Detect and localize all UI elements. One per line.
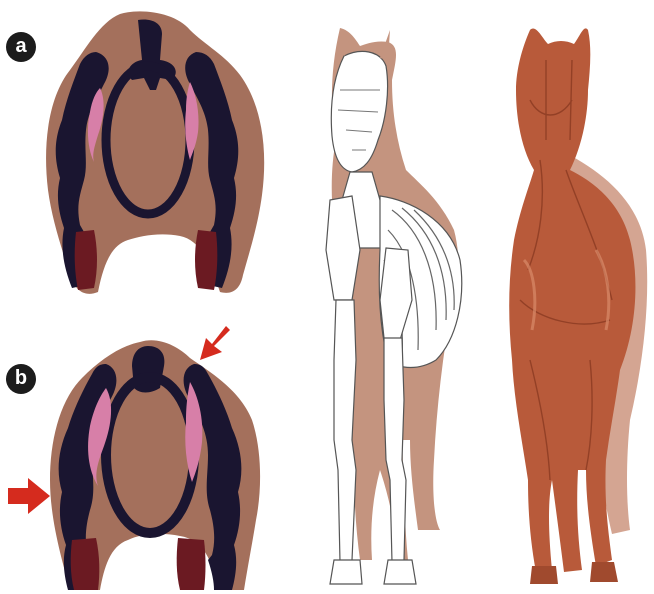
left-hoof-skeleton bbox=[330, 560, 362, 584]
panel-label-a: a bbox=[6, 32, 36, 62]
red-arrow-icon bbox=[8, 478, 50, 514]
muscle-horse bbox=[509, 28, 647, 584]
left-hoof-b bbox=[71, 538, 100, 590]
right-hoof-skeleton bbox=[384, 560, 416, 584]
right-hoof-a bbox=[195, 230, 217, 290]
left-leg-bones bbox=[334, 300, 356, 562]
right-hoof-b bbox=[177, 538, 206, 590]
skeleton-horse bbox=[326, 28, 462, 584]
cross-section-a bbox=[46, 11, 264, 293]
left-hoof-a bbox=[75, 230, 97, 290]
right-leg-bones bbox=[384, 338, 406, 562]
shoulder-bones bbox=[326, 196, 360, 300]
cross-section-b bbox=[50, 340, 260, 590]
red-arrow-icon bbox=[200, 326, 230, 360]
panel-label-b: b bbox=[6, 364, 36, 394]
